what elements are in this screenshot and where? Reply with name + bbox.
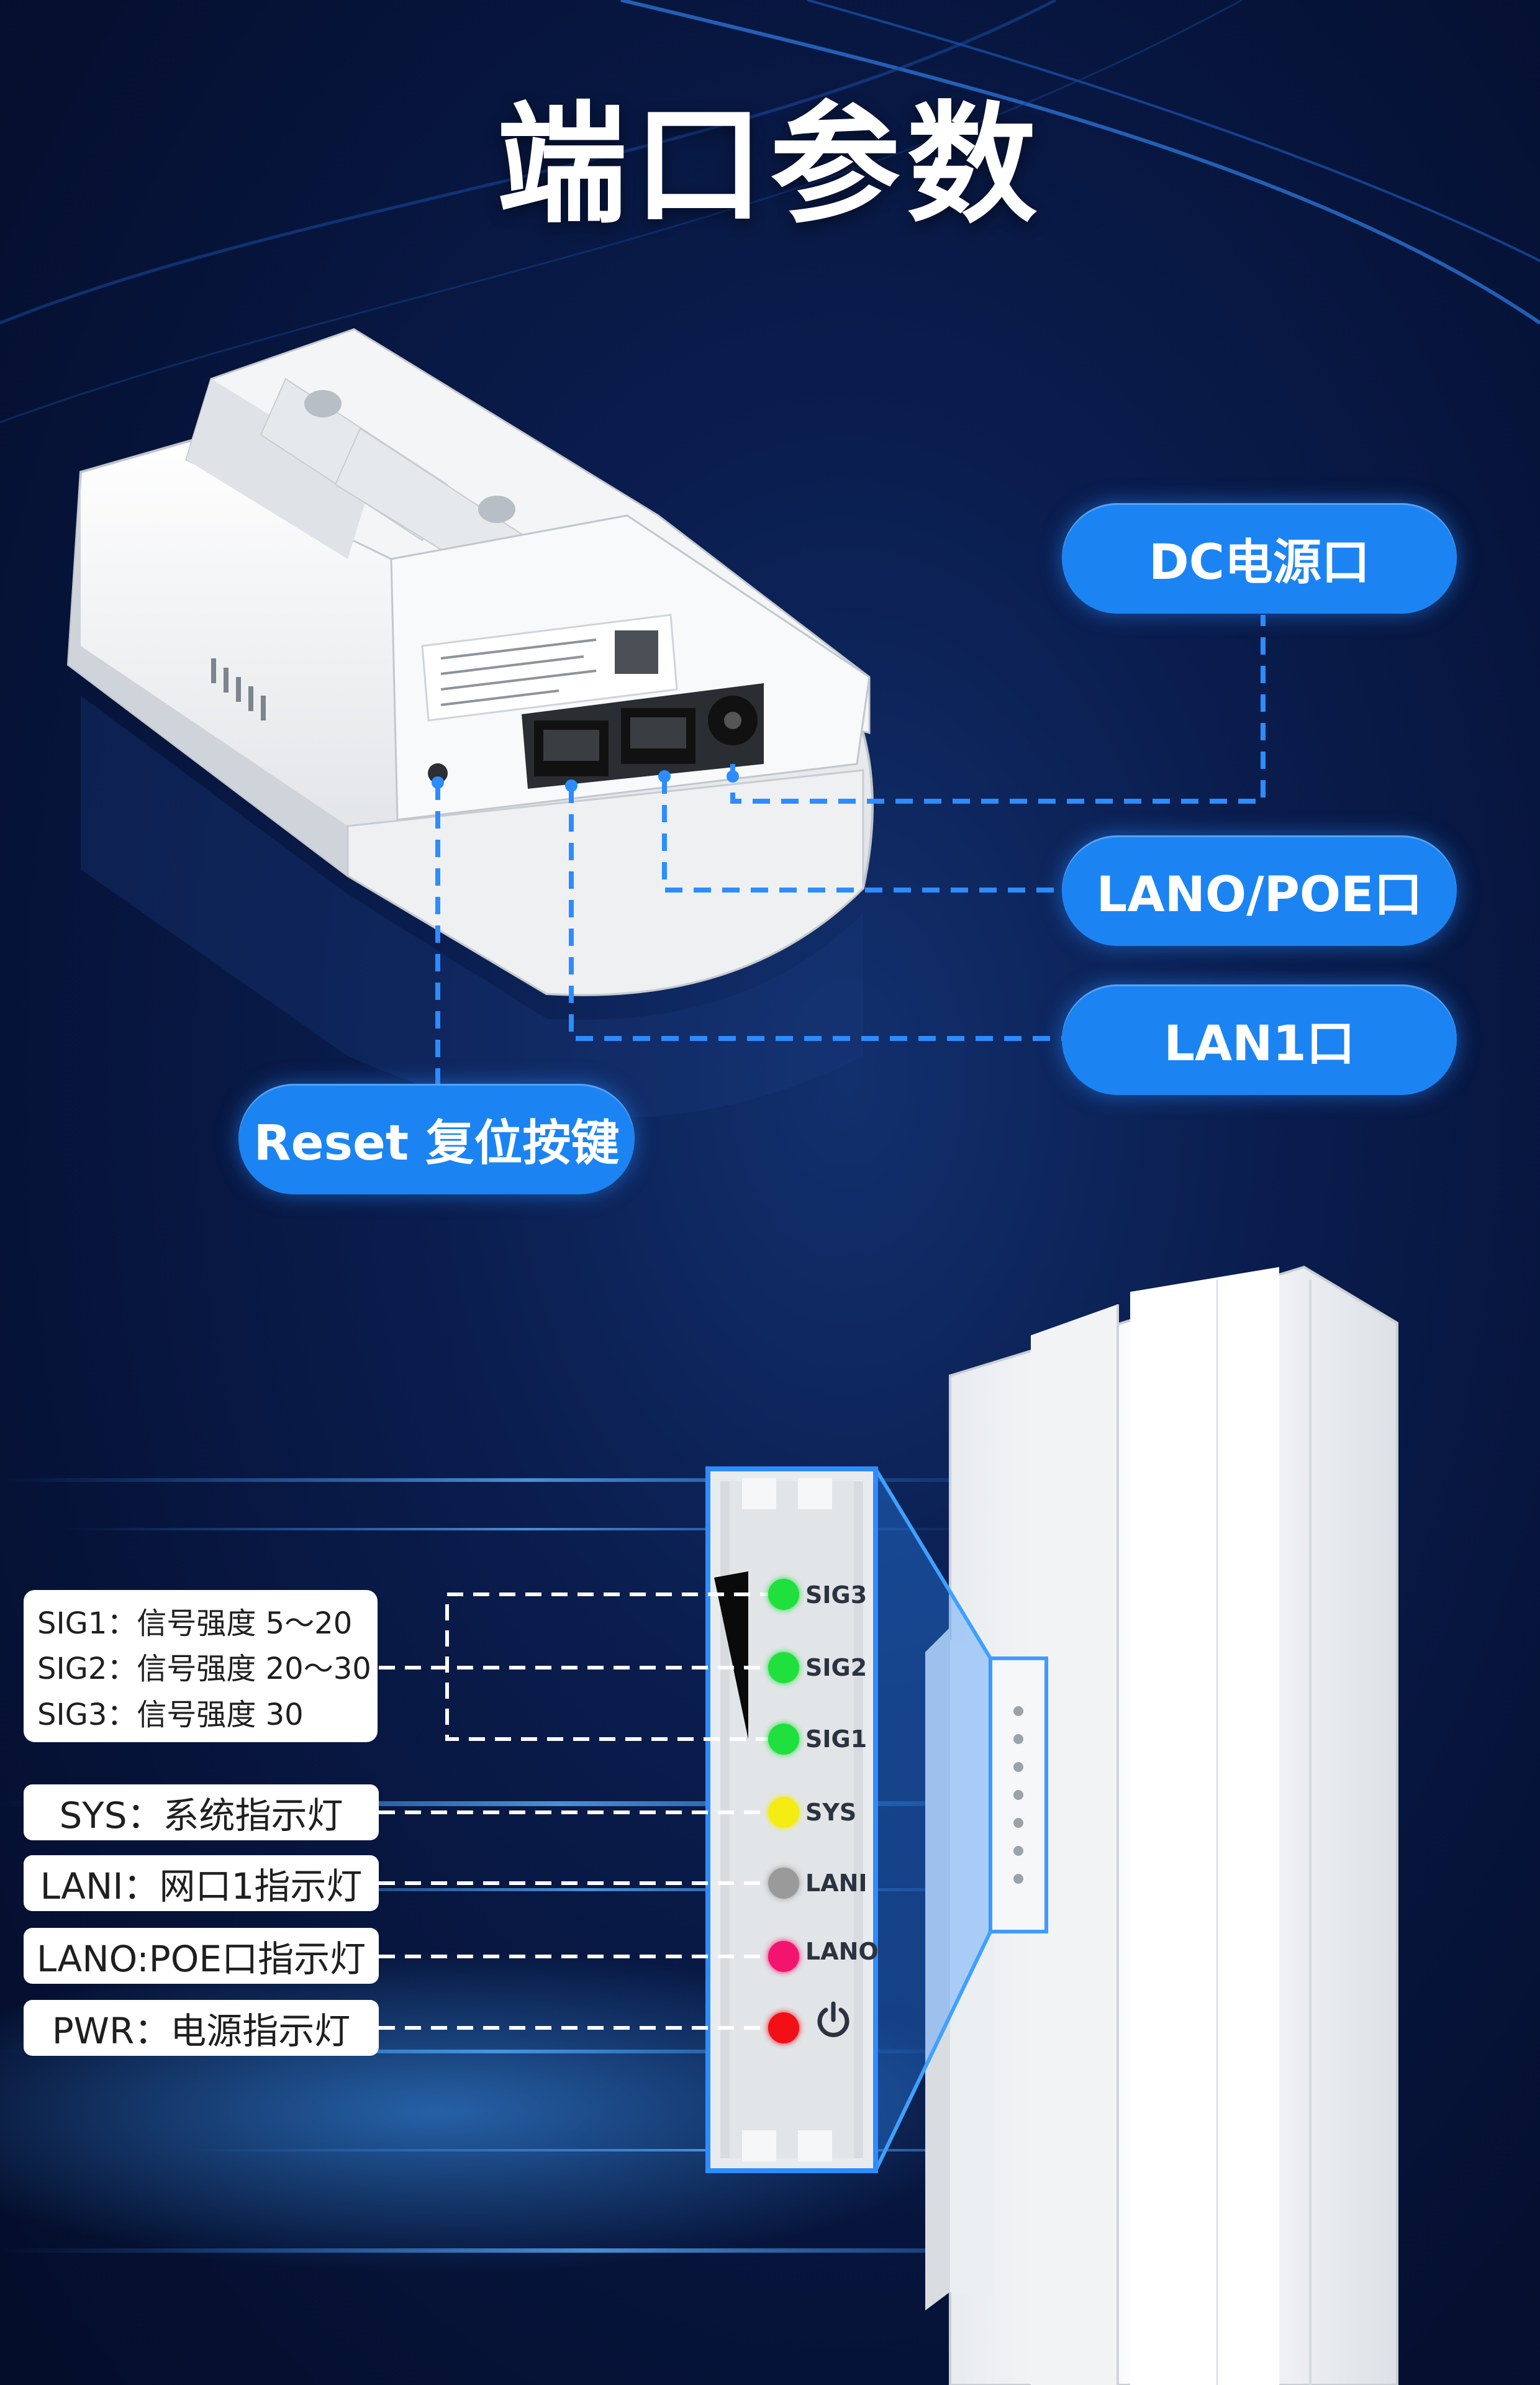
power-icon [817, 2001, 849, 2037]
lan0-led [768, 1941, 799, 1972]
sig1-legend: SIG1：信号强度 5～20 [37, 1606, 353, 1641]
sig3-panel-label: SIG3 [805, 1581, 867, 1609]
sys-indicator-label: SYS：系统指示灯 [24, 1784, 379, 1840]
sys-panel-label: SYS [805, 1799, 857, 1826]
sys-led [768, 1797, 799, 1828]
lan1-port-label: LAN1口 [1062, 984, 1457, 1095]
pwr-indicator-label: PWR：电源指示灯 [24, 2000, 379, 2056]
ethernet-port-icon [534, 708, 695, 776]
dc-power-port-label: DC电源口 [1062, 503, 1457, 614]
pwr-led [768, 2012, 799, 2043]
lan0-panel-label: LANO [805, 1938, 879, 1965]
lan1-panel-label: LANI [805, 1869, 867, 1897]
sig1-panel-label: SIG1 [805, 1725, 867, 1753]
sig1-led [768, 1724, 799, 1755]
sig3-legend: SIG3：信号强度 30 [37, 1697, 304, 1733]
sig2-led [768, 1652, 799, 1683]
sig2-panel-label: SIG2 [805, 1654, 867, 1681]
lan1-indicator-label: LANI：网口1指示灯 [24, 1855, 379, 1911]
reset-button-label: Reset 复位按键 [238, 1084, 635, 1194]
sig2-legend: SIG2：信号强度 20～30 [37, 1651, 371, 1687]
dc-jack-icon [708, 696, 758, 745]
lan0-indicator-label: LANO:POE口指示灯 [24, 1928, 379, 1984]
signal-legend: SIG1：信号强度 5～20 SIG2：信号强度 20～30 SIG3：信号强度… [24, 1590, 378, 1742]
lan0-poe-port-label: LANO/POE口 [1062, 835, 1457, 946]
page-title: 端口参数 [496, 89, 1043, 241]
sig3-led [768, 1579, 799, 1610]
lan1-led [768, 1868, 799, 1899]
